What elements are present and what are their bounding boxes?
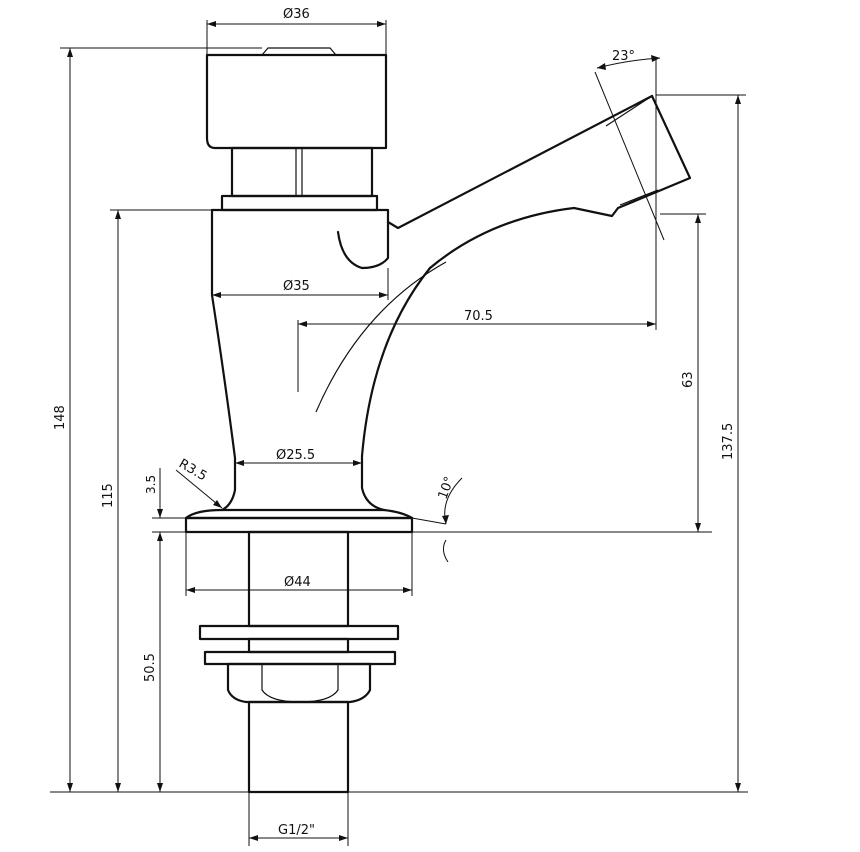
- washer-upper: [198, 624, 400, 641]
- spout-nozzle-inner-2: [619, 189, 659, 206]
- washer-lower: [203, 650, 397, 666]
- push-button-head: [205, 53, 388, 150]
- thread-end: [247, 700, 350, 794]
- label-spout-height: 63: [681, 371, 696, 388]
- body-block: [210, 208, 390, 270]
- base-flange: [184, 508, 414, 520]
- label-base-angle: 10°: [436, 475, 458, 502]
- label-body-height: 115: [101, 483, 116, 508]
- collar: [220, 194, 379, 212]
- label-overall-height-spout: 137.5: [721, 423, 736, 460]
- body-left-taper: [210, 208, 237, 512]
- label-fillet-radius: R3.5: [176, 456, 209, 484]
- flange-plate: [184, 516, 414, 534]
- hex-nut-faces: [261, 664, 339, 703]
- spout-upper: [386, 94, 654, 230]
- spout-lower-curve: [360, 266, 432, 512]
- label-base-thickness: 3.5: [144, 475, 158, 494]
- dimension-lines: [50, 20, 748, 846]
- label-flange-diameter: Ø44: [284, 575, 311, 590]
- spout-nozzle-inner: [605, 95, 653, 127]
- label-thread-size: G1/2": [278, 823, 315, 838]
- spout-inner-curve: [315, 261, 447, 413]
- label-body-diameter: Ø35: [283, 279, 310, 294]
- label-head-diameter: Ø36: [283, 7, 310, 22]
- label-spout-angle: 23°: [612, 49, 635, 64]
- label-neck-diameter: Ø25.5: [276, 448, 315, 463]
- dimension-labels: Ø36 23° Ø35 70.5 63 148 115 Ø25.5 R3.5 3…: [53, 7, 736, 838]
- label-total-height: 148: [53, 405, 68, 430]
- label-spout-reach: 70.5: [464, 309, 493, 324]
- spout-nozzle: [428, 94, 692, 270]
- label-shank-length: 50.5: [143, 653, 158, 682]
- button-top-cap: [261, 47, 337, 56]
- hex-nut: [226, 662, 372, 704]
- shank-between-washers: [247, 637, 350, 654]
- faucet-outline: [184, 47, 692, 794]
- spout-hook: [336, 230, 364, 270]
